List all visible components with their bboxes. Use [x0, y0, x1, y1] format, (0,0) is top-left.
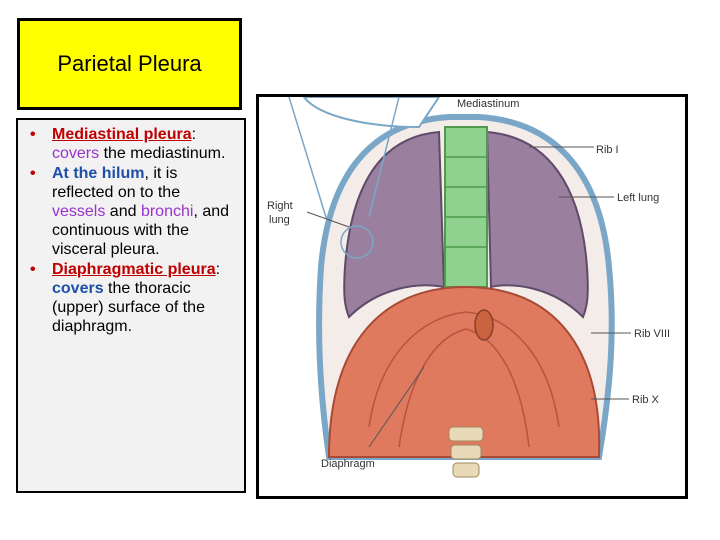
slide-title: Parietal Pleura: [57, 51, 202, 76]
label-mediastinum: Mediastinum: [457, 98, 519, 110]
label-rib-i: Rib I: [596, 144, 619, 156]
diaphragm-shape: [327, 285, 601, 458]
hilum-callout-circle: [340, 225, 374, 259]
vertebra-shape: [450, 444, 482, 460]
slide-title-box: Parietal Pleura: [17, 18, 242, 110]
bullet-text-run: Mediastinal pleura: [52, 126, 192, 143]
bullet-text-run: and: [105, 203, 141, 220]
bullet-marker: •: [30, 261, 36, 278]
bullet-text-run: :: [215, 261, 221, 278]
bullet-item: • Diaphragmatic pleura: covers the thorac…: [24, 260, 234, 336]
label-rib-x: Rib X: [632, 394, 660, 406]
bullet-text-run: At the hilum: [52, 165, 145, 182]
right-lung-shape: [343, 130, 446, 319]
thorax-illustration: Mediastinum Rib I Left lung Right lung R…: [256, 94, 688, 499]
bullet-text-run: covers: [52, 280, 104, 297]
bullet-text-run: , it is reflected on to the: [52, 165, 181, 201]
label-right-lung-line2: lung: [269, 214, 290, 226]
bullet-text-run: , and continuous with the visceral pleur…: [52, 203, 230, 258]
bullet-text-run: vessels: [52, 203, 106, 220]
zoom-inset-shape: [302, 97, 441, 129]
bullet-text-run: :: [191, 126, 197, 143]
bullet-text-box: • Mediastinal pleura: covers the mediasti…: [16, 118, 246, 493]
vertebra-shape: [452, 462, 480, 478]
bullet-marker: •: [30, 126, 36, 143]
bullet-text-run: bronchi: [140, 203, 194, 220]
bullet-text-run: covers: [52, 145, 100, 162]
bullet-text-run: the mediastinum.: [99, 145, 226, 162]
mediastinum-shape: [444, 126, 488, 288]
bullet-text-run: the thoracic (upper) surface of the diap…: [52, 280, 205, 335]
label-diaphragm: Diaphragm: [321, 458, 375, 470]
bullet-list: • Mediastinal pleura: covers the mediasti…: [24, 125, 234, 336]
thorax-svg: Mediastinum Rib I Left lung Right lung R…: [267, 97, 670, 478]
vertebra-shape: [448, 426, 484, 442]
bullet-item: • At the hilum, it is reflected on to th…: [24, 164, 234, 259]
bullet-text-run: Diaphragmatic pleura: [52, 261, 216, 278]
left-lung-shape: [485, 130, 589, 319]
label-right-lung-line1: Right: [267, 200, 293, 212]
bullet-marker: •: [30, 165, 36, 182]
esophageal-hiatus-shape: [474, 309, 494, 341]
bullet-item: • Mediastinal pleura: covers the mediasti…: [24, 125, 234, 163]
label-left-lung: Left lung: [617, 192, 659, 204]
label-rib-viii: Rib VIII: [634, 328, 670, 340]
